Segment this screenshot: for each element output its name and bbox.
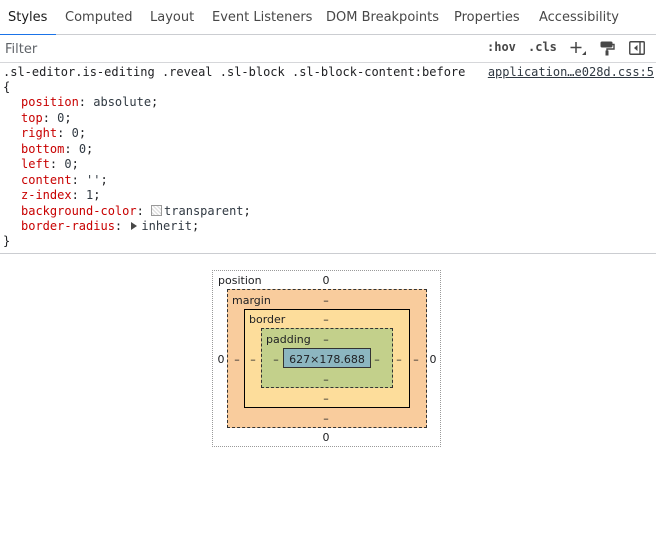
class-toggle[interactable]: .cls — [528, 40, 557, 54]
position-right-value[interactable]: 0 — [429, 353, 437, 366]
margin-label: margin — [232, 294, 271, 307]
style-rule: .sl-editor.is-editing .reveal .sl-block … — [0, 63, 656, 254]
padding-right-value[interactable]: – — [374, 353, 380, 366]
padding-bottom-value[interactable]: – — [323, 373, 329, 386]
content-size-value[interactable]: 627×178.688 — [289, 353, 365, 366]
tab-styles[interactable]: Styles — [0, 0, 57, 36]
open-brace: { — [3, 80, 11, 94]
property-value[interactable]: 0 — [64, 157, 72, 171]
tab-properties[interactable]: Properties — [454, 10, 520, 25]
border-left-value[interactable]: – — [250, 353, 256, 366]
plus-icon[interactable] — [569, 40, 587, 56]
property-name[interactable]: content — [21, 172, 72, 187]
position-label: position — [218, 274, 262, 287]
border-label: border — [249, 313, 286, 326]
property-value[interactable]: 0 — [71, 126, 79, 140]
styles-toolbar: :hov .cls — [0, 35, 656, 63]
property-name[interactable]: top — [21, 110, 43, 125]
position-top-value[interactable]: 0 — [322, 274, 330, 287]
rule-source-link[interactable]: application…e028d.css:5 — [487, 65, 654, 79]
declaration-right[interactable]: right: 0; — [21, 126, 87, 140]
padding-top-value[interactable]: – — [323, 333, 329, 346]
padding-left-value[interactable]: – — [273, 353, 279, 366]
margin-left-value[interactable]: – — [234, 353, 240, 366]
filter-input[interactable] — [5, 40, 305, 58]
toggle-sidebar-icon[interactable] — [629, 40, 645, 56]
property-name[interactable]: background-color — [21, 203, 137, 218]
declaration-left[interactable]: left: 0; — [21, 157, 79, 171]
property-value[interactable]: 1 — [86, 188, 94, 202]
paint-roller-icon[interactable] — [599, 40, 615, 56]
declaration-content[interactable]: content: ''; — [21, 172, 108, 187]
property-name[interactable]: left — [21, 157, 50, 171]
property-value[interactable]: absolute — [93, 95, 152, 109]
property-value[interactable]: '' — [86, 172, 101, 187]
rule-selector[interactable]: .sl-editor.is-editing .reveal .sl-block … — [3, 65, 466, 79]
declaration-z-index[interactable]: z-index: 1; — [21, 188, 101, 202]
property-name[interactable]: z-index — [21, 188, 72, 202]
tab-event-listeners[interactable]: Event Listeners — [212, 10, 313, 25]
tab-computed[interactable]: Computed — [65, 10, 133, 25]
property-value[interactable]: inherit — [141, 219, 192, 233]
property-name[interactable]: right — [21, 126, 58, 140]
border-right-value[interactable]: – — [396, 353, 402, 366]
property-name[interactable]: border-radius — [21, 219, 115, 233]
color-swatch-icon[interactable] — [151, 204, 163, 216]
sidebar-tab-strip: Styles Computed Layout Event Listeners D… — [0, 0, 656, 36]
position-left-value[interactable]: 0 — [217, 353, 225, 366]
tab-layout[interactable]: Layout — [150, 10, 195, 25]
declaration-bottom[interactable]: bottom: 0; — [21, 141, 94, 156]
border-top-value[interactable]: – — [323, 313, 329, 326]
box-content[interactable] — [283, 348, 371, 368]
property-value[interactable]: 0 — [78, 141, 87, 156]
declaration-position[interactable]: position: absolute; — [21, 95, 159, 109]
declaration-background-color[interactable]: background-color: transparent; — [21, 203, 251, 218]
declaration-top[interactable]: top: 0; — [21, 110, 72, 125]
expand-triangle-icon[interactable] — [131, 222, 138, 230]
border-bottom-value[interactable]: – — [323, 392, 329, 405]
close-brace: } — [3, 234, 11, 248]
margin-bottom-value[interactable]: – — [323, 412, 329, 425]
property-name[interactable]: position — [21, 95, 79, 109]
position-bottom-value[interactable]: 0 — [322, 431, 330, 444]
hover-state-toggle[interactable]: :hov — [487, 40, 516, 54]
declaration-border-radius[interactable]: border-radius: inherit; — [21, 219, 200, 233]
padding-label: padding — [266, 333, 311, 346]
property-value[interactable]: 0 — [57, 110, 65, 125]
property-value[interactable]: transparent — [164, 203, 244, 218]
tab-accessibility[interactable]: Accessibility — [539, 10, 619, 25]
property-name[interactable]: bottom — [21, 141, 65, 156]
margin-right-value[interactable]: – — [413, 353, 419, 366]
margin-top-value[interactable]: – — [323, 294, 329, 307]
tab-dom-breakpoints[interactable]: DOM Breakpoints — [326, 10, 439, 25]
